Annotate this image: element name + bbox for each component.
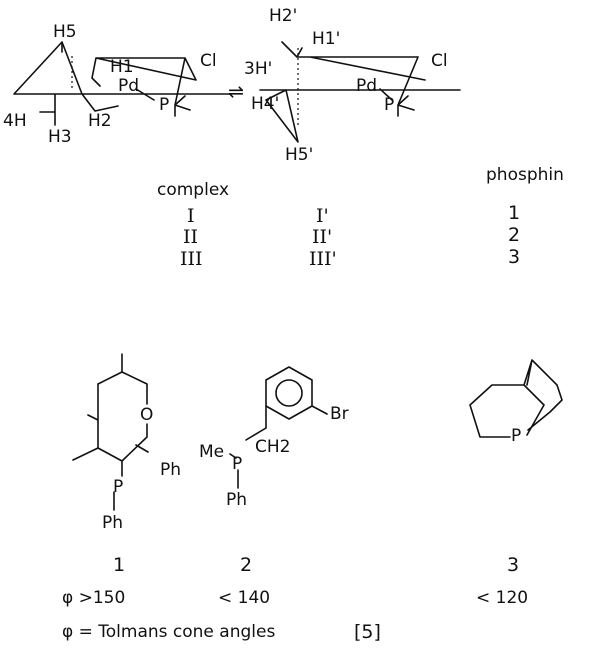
phosphine-1-P: P [113,477,123,497]
complex-row-3: III [180,248,203,270]
phosphine-2-cone-angle: < 140 [218,588,270,608]
atom-H5: H5 [53,22,77,42]
phosphine-2-P: P [232,454,242,474]
phosphine-3-structure: P [469,359,563,446]
atom-P-left: P [159,95,169,115]
phosphine-1-cone-angle: φ >150 [62,588,125,608]
phosphine-1-Ph-1: Ph [160,460,181,480]
complex-right: H2' H1' 3H' H4' Cl Pd P H5' [244,6,461,165]
phosphin-row-2: 2 [508,224,520,246]
atom-H3p: 3H' [244,59,272,79]
complex-prime-row-1: I' [316,205,329,227]
assignment-table: complex phosphin I II III I' II' III' 1 … [157,165,564,270]
phosphine-2-number: 2 [240,554,252,576]
phosphine-2-Ph: Ph [226,490,247,510]
phosphine-1-Ph-2: Ph [102,513,123,533]
phosphine-2-Me: Me [199,442,224,462]
complex-row-2: II [183,226,198,248]
allyl-bonds-right [259,41,461,143]
equilibrium-arrow: ⇌ [228,81,244,103]
atom-H2p: H2' [269,6,297,26]
phosphine-1-O: O [140,405,153,425]
phosphine-2-bonds [229,405,328,489]
footnote-reference: [5] [354,621,381,643]
header-complex: complex [157,180,229,200]
atom-Cl-left: Cl [200,51,217,71]
complex-prime-row-3: III' [309,248,337,270]
atom-H2: H2 [88,111,112,131]
atom-Cl-right: Cl [431,51,448,71]
phosphine-2-Br: Br [330,404,349,424]
complex-left: H5 H1 Cl Pd P 4H H2 H3 [3,22,231,147]
phosphine-1-bonds [72,353,149,511]
phosphine-3-cone-angle: < 120 [476,588,528,608]
complex-row-1: I [187,205,195,227]
phosphine-2-structure: Br Me P CH2 Ph [199,366,349,510]
phosphin-row-1: 1 [508,202,520,224]
phosphine-3-P: P [511,426,521,446]
atom-H1p: H1' [312,29,340,49]
phosphine-1-structure: O P Ph Ph [72,353,181,533]
atom-Pd-left: Pd [118,76,139,96]
atom-P-right: P [384,95,394,115]
atom-H5p: H5' [285,145,313,165]
phosphine-2-aromatic-circle [275,379,303,407]
atom-H4: 4H [3,111,27,131]
phosphine-3-number: 3 [507,554,519,576]
atom-H3: H3 [48,127,72,147]
phosphine-2-CH2: CH2 [255,437,290,457]
atom-H1: H1 [110,57,134,77]
phosphine-2-benzene-ring [265,366,313,420]
phosphine-3-bonds [469,359,563,438]
header-phosphin: phosphin [486,165,564,185]
phosphine-1-number: 1 [113,554,125,576]
allyl-bonds-left [13,41,231,126]
footnote-text: φ = Tolmans cone angles [62,622,275,642]
phosphin-row-3: 3 [508,246,520,268]
atom-Pd-right: Pd [356,76,377,96]
complex-prime-row-2: II' [312,226,332,248]
atom-H4p: H4' [251,94,279,114]
